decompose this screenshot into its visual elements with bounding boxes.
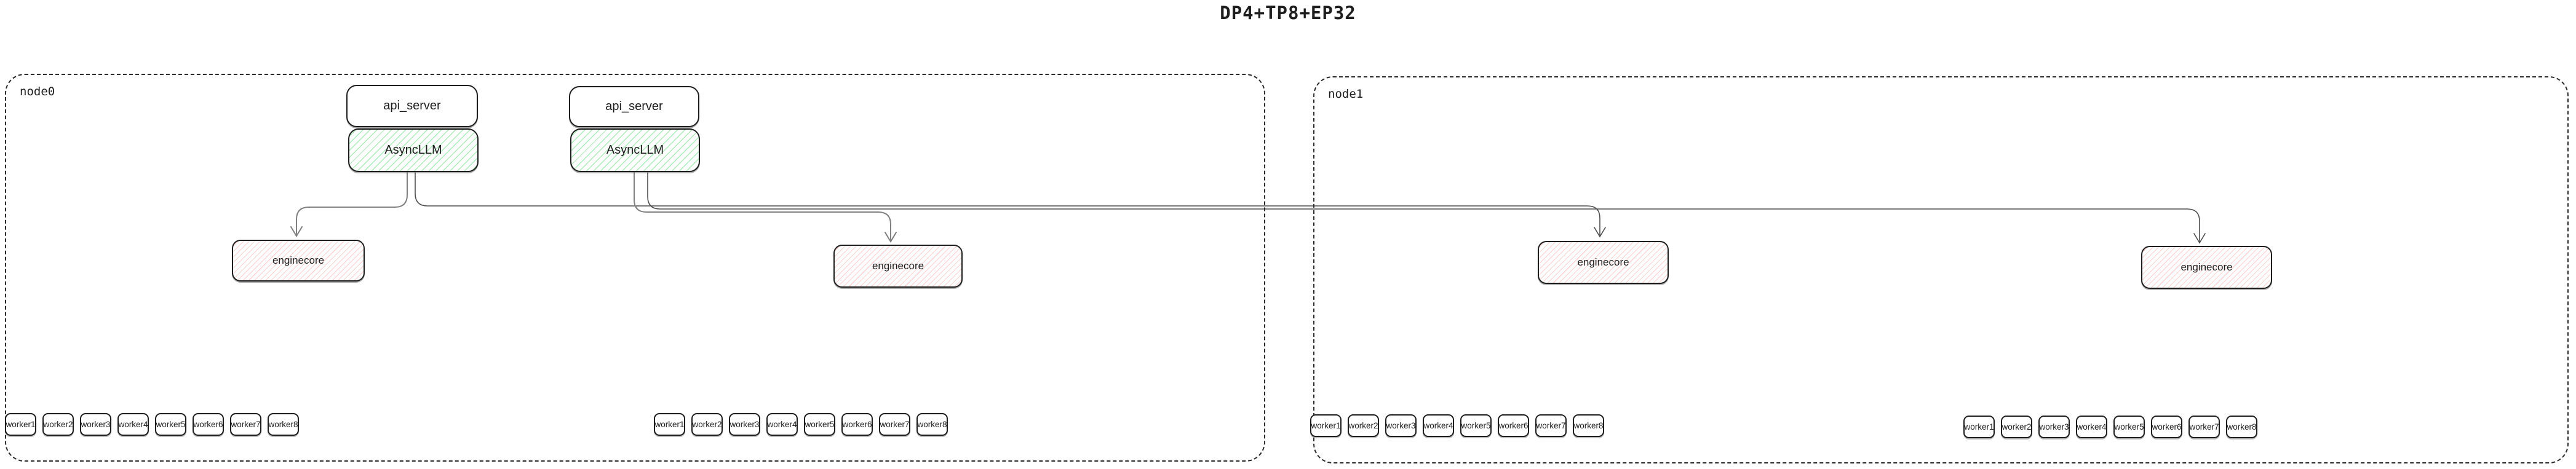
worker-box: worker1 [1310, 414, 1342, 437]
wire-asyncllm1-enginecore3 [415, 172, 1606, 238]
worker-box: worker8 [2226, 416, 2257, 438]
worker-box: worker2 [691, 413, 723, 436]
worker-box: worker8 [268, 413, 299, 436]
worker-box: worker5 [1460, 414, 1492, 437]
node1-label: node1 [1328, 87, 1364, 101]
node0-worker-group-2: worker1 worker2 worker3 worker4 worker5 … [654, 413, 948, 436]
api-server-box-1: api_server [346, 85, 478, 127]
worker-box: worker7 [879, 413, 910, 436]
wire-asyncllm2-enginecore4 [647, 172, 2206, 244]
node0-boundary: node0 [5, 74, 1265, 462]
worker-box: worker2 [2001, 416, 2032, 438]
worker-box: worker2 [1348, 414, 1379, 437]
wire-asyncllm2-enginecore2 [634, 172, 897, 243]
node0-worker-group-1: worker1 worker2 worker3 worker4 worker5 … [5, 413, 299, 436]
worker-box: worker1 [1963, 416, 1995, 438]
worker-box: worker3 [729, 413, 760, 436]
worker-box: worker5 [155, 413, 186, 436]
enginecore-box-4: enginecore [2141, 246, 2272, 289]
worker-box: worker3 [2038, 416, 2070, 438]
enginecore-box-3: enginecore [1538, 241, 1669, 284]
node1-worker-group-1: worker1 worker2 worker3 worker4 worker5 … [1310, 414, 1604, 437]
worker-box: worker7 [230, 413, 261, 436]
enginecore-box-1: enginecore [232, 240, 365, 282]
asyncllm-box-1: AsyncLLM [348, 128, 479, 172]
worker-box: worker4 [2076, 416, 2107, 438]
node1-worker-group-2: worker1 worker2 worker3 worker4 worker5 … [1963, 416, 2257, 438]
worker-box: worker1 [5, 413, 36, 436]
worker-box: worker1 [654, 413, 685, 436]
worker-box: worker8 [1573, 414, 1604, 437]
api-server-box-2: api_server [569, 86, 699, 127]
worker-box: worker8 [916, 413, 948, 436]
worker-box: worker6 [841, 413, 873, 436]
worker-box: worker3 [80, 413, 111, 436]
wire-asyncllm1-enginecore1 [290, 172, 408, 237]
worker-box: worker2 [42, 413, 74, 436]
diagram-title: DP4+TP8+EP32 [1220, 2, 1356, 23]
worker-box: worker6 [2151, 416, 2182, 438]
enginecore-box-2: enginecore [833, 245, 963, 288]
node1-boundary: node1 [1313, 76, 2569, 463]
node0-label: node0 [20, 85, 55, 98]
worker-box: worker4 [1423, 414, 1454, 437]
worker-box: worker6 [193, 413, 224, 436]
worker-box: worker7 [2188, 416, 2220, 438]
worker-box: worker7 [1535, 414, 1567, 437]
worker-box: worker4 [766, 413, 798, 436]
worker-box: worker5 [804, 413, 835, 436]
worker-box: worker4 [117, 413, 149, 436]
worker-box: worker5 [2113, 416, 2145, 438]
worker-box: worker6 [1498, 414, 1529, 437]
worker-box: worker3 [1385, 414, 1417, 437]
asyncllm-box-2: AsyncLLM [570, 128, 700, 172]
